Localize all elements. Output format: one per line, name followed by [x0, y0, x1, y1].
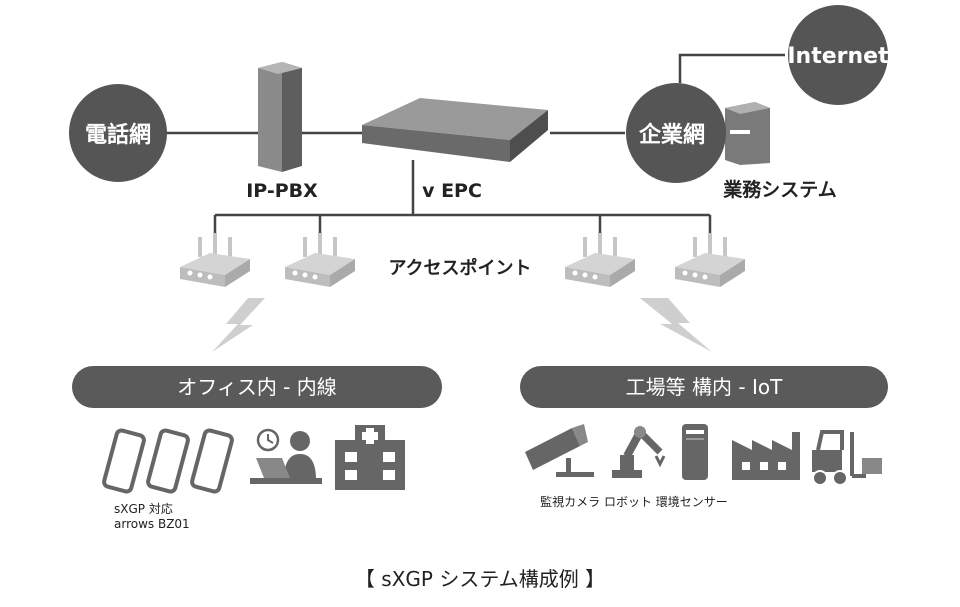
- phone-network-label: 電話網: [85, 122, 151, 148]
- access-point-4: [675, 233, 745, 287]
- corporate-network-label: 企業網: [638, 122, 705, 148]
- factory-building-icon: [732, 432, 800, 480]
- factory-zone-label: 工場等 構内 - IoT: [626, 375, 783, 399]
- phone-network-node: 電話網: [69, 84, 167, 182]
- hospital-icon: [335, 425, 405, 490]
- environment-sensor-icon: [682, 424, 708, 480]
- factory-zone-bar: 工場等 構内 - IoT: [520, 366, 888, 408]
- access-point-3: [565, 233, 635, 287]
- business-system-label: 業務システム: [722, 178, 836, 201]
- office-zone-label: オフィス内 - 内線: [177, 375, 337, 399]
- access-point-2: [285, 233, 355, 287]
- surveillance-camera-icon: [525, 424, 594, 477]
- factory-caption: 監視カメラ ロボット 環境センサー: [540, 494, 728, 509]
- forklift-icon: [812, 430, 882, 486]
- vepc-label: v EPC: [422, 180, 482, 202]
- internet-label: Internet: [787, 44, 889, 69]
- internet-node: Internet: [787, 5, 889, 105]
- line-corp-internet: [678, 53, 785, 83]
- access-point-label: アクセスポイント: [388, 257, 531, 279]
- robot-arm-icon: [612, 426, 666, 478]
- diagram-caption: 【 sXGP システム構成例 】: [355, 567, 605, 591]
- smartphone-icon: [102, 428, 234, 494]
- ip-pbx-label: IP-PBX: [246, 180, 318, 202]
- vepc-device: v EPC: [362, 98, 548, 202]
- corporate-network-node: 企業網: [626, 83, 726, 183]
- office-worker-icon: [250, 428, 322, 484]
- connection-lines: [165, 53, 785, 243]
- wireless-bolt-left-icon: [212, 298, 265, 352]
- wireless-bolt-right-icon: [640, 298, 712, 352]
- ip-pbx-device: IP-PBX: [246, 62, 318, 202]
- business-server-device: [725, 102, 770, 165]
- access-point-1: [180, 233, 250, 287]
- office-caption-line-1: sXGP 対応: [114, 502, 173, 516]
- office-zone-bar: オフィス内 - 内線: [72, 366, 442, 408]
- office-caption-line-2: arrows BZ01: [114, 517, 190, 531]
